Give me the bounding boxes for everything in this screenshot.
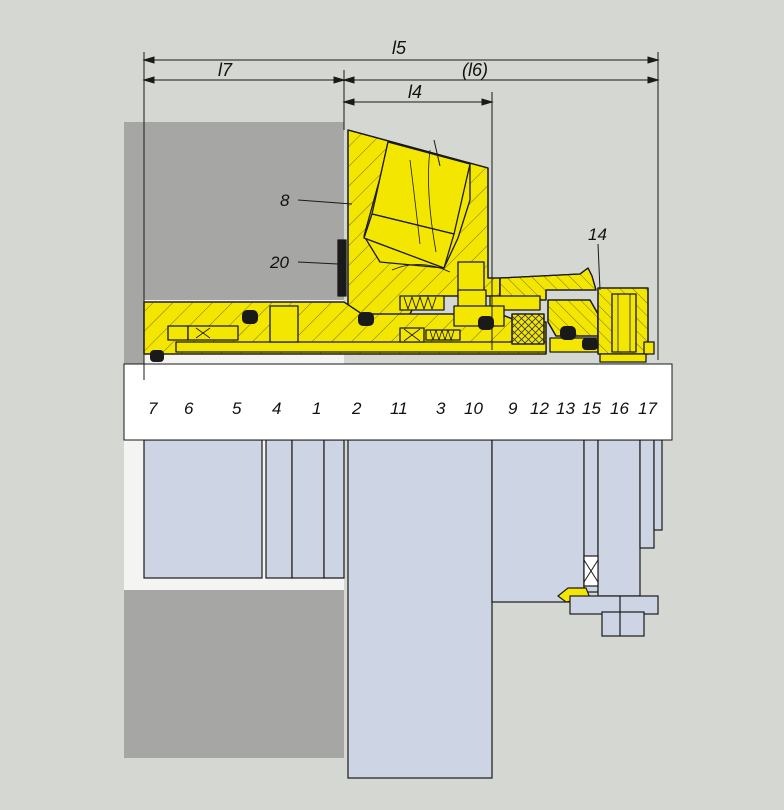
part-label-13: 13	[556, 399, 575, 418]
dim-l7: l7	[218, 60, 233, 80]
part-label-20: 20	[269, 253, 289, 272]
part-label-3: 3	[436, 399, 446, 418]
lower-half-components	[124, 439, 663, 779]
part-labels: 8 20 14 7 6 5 4 1 2 11 3 10 9 12 13 15 1…	[148, 191, 657, 418]
part-label-14: 14	[588, 225, 607, 244]
shaft	[123, 363, 673, 441]
part-label-6: 6	[184, 399, 194, 418]
part-label-10: 10	[464, 399, 483, 418]
part-label-17: 17	[638, 399, 657, 418]
part-label-15: 15	[582, 399, 601, 418]
part-label-1: 1	[312, 399, 321, 418]
dimension-lines	[142, 52, 660, 380]
dim-l5: l5	[392, 38, 407, 58]
part-label-11: 11	[390, 399, 408, 418]
part-label-4: 4	[272, 399, 281, 418]
part-label-9: 9	[508, 399, 518, 418]
part-label-7: 7	[148, 399, 158, 418]
part-label-8: 8	[280, 191, 290, 210]
dim-l6: (l6)	[462, 60, 488, 80]
part-label-5: 5	[232, 399, 242, 418]
dimension-labels: l5 l7 (l6) l4	[218, 38, 488, 102]
part-label-16: 16	[610, 399, 629, 418]
o-rings	[150, 310, 598, 362]
housing	[124, 122, 344, 758]
part-label-12: 12	[530, 399, 549, 418]
part-label-2: 2	[351, 399, 362, 418]
dim-l4: l4	[408, 82, 422, 102]
